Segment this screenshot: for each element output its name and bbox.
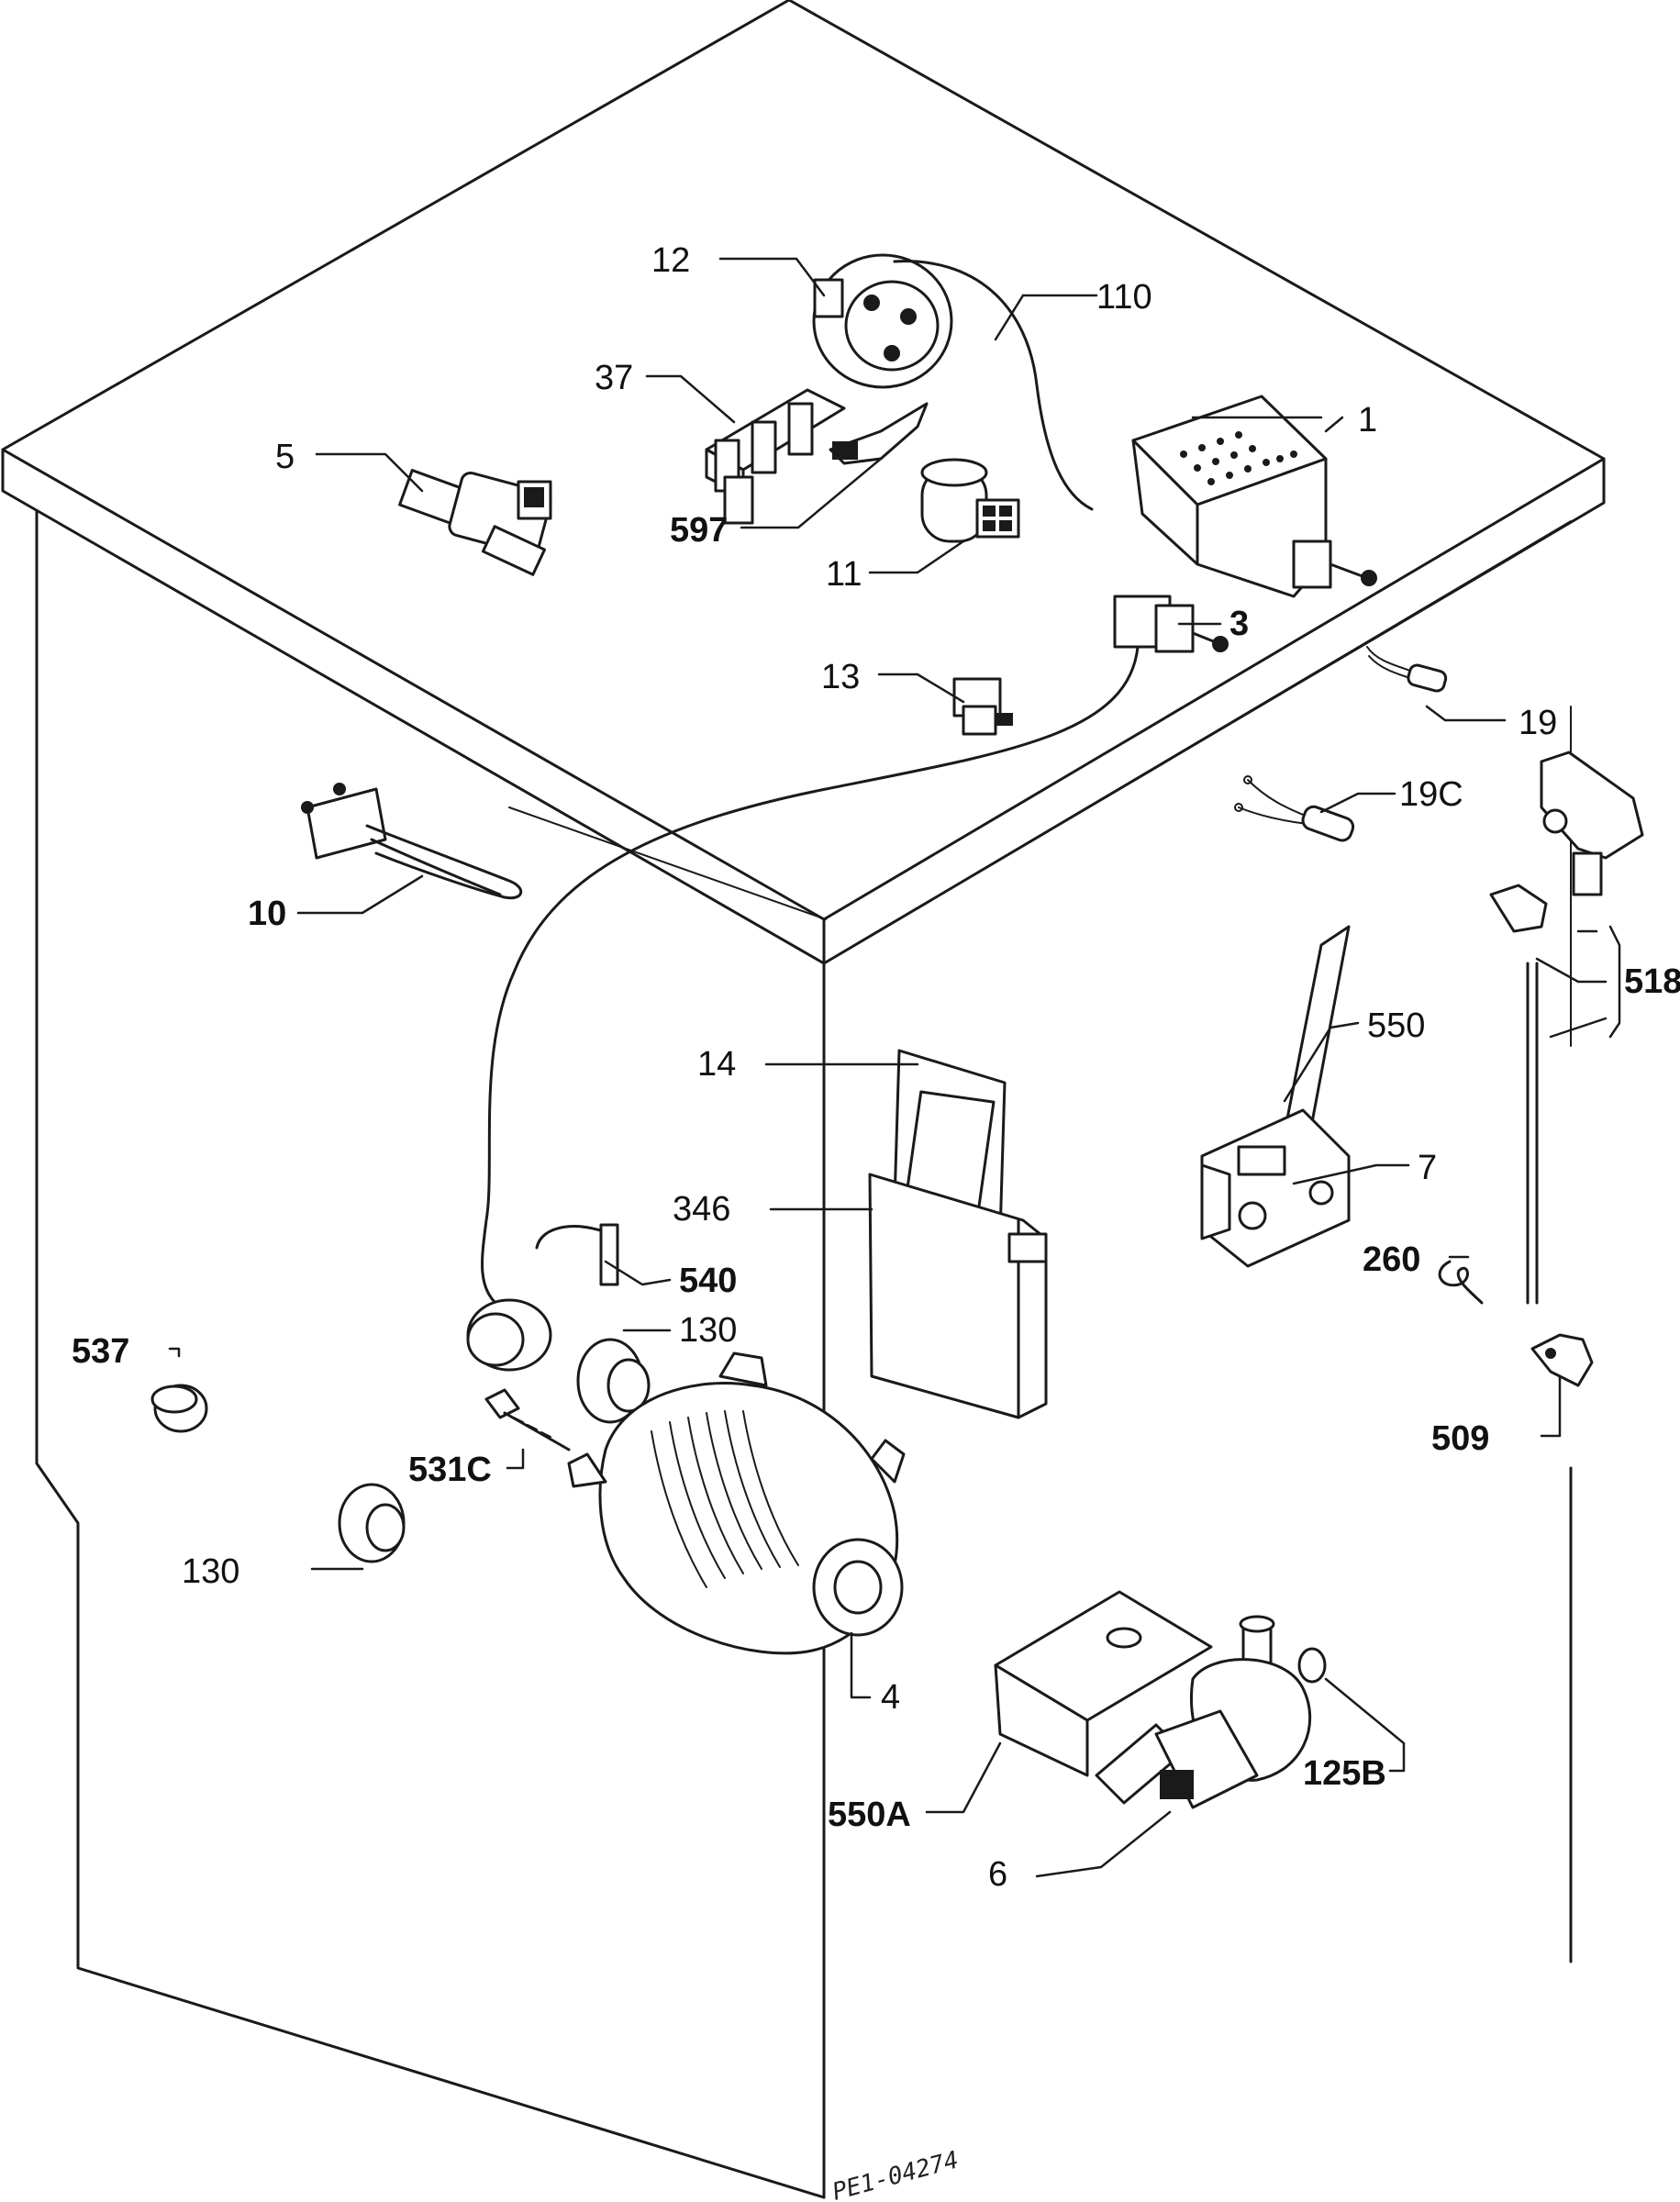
label-346: 346: [673, 1190, 730, 1229]
sensor-c-part: [1234, 775, 1355, 842]
label-37: 37: [595, 359, 633, 397]
heating-element-part: [301, 783, 522, 900]
drawing-reference: PE1-04274: [829, 2146, 962, 2202]
sensor-part: [1366, 646, 1448, 693]
plug-part: [150, 1384, 208, 1433]
cabinet-top: [1, 0, 1606, 921]
switch-part: [1113, 595, 1229, 653]
bush-lower-part: [338, 1483, 406, 1563]
terminal-block-part: [705, 388, 846, 525]
hook-part: [1530, 1333, 1594, 1387]
label-260: 260: [1363, 1240, 1420, 1279]
label-597: 597: [670, 511, 728, 550]
label-531c: 531C: [408, 1451, 492, 1489]
cabinet-outline: [1, 0, 1606, 2199]
label-19c: 19C: [1399, 775, 1463, 814]
label-11: 11: [826, 555, 862, 594]
spring-part: [1438, 1260, 1484, 1305]
cable-grommet-part: [466, 1298, 552, 1372]
label-509: 509: [1431, 1419, 1489, 1458]
label-13: 13: [821, 658, 860, 696]
label-1: 1: [1358, 401, 1377, 439]
label-14: 14: [697, 1045, 736, 1084]
switch-cable: [481, 645, 1140, 1305]
label-540: 540: [679, 1262, 737, 1300]
label-537: 537: [72, 1332, 129, 1371]
door-interlock-part: [1200, 925, 1351, 1268]
label-19: 19: [1519, 704, 1557, 742]
cover-plate-part: [994, 1590, 1213, 1777]
label-125b: 125B: [1303, 1754, 1386, 1793]
clip-part: [829, 402, 929, 465]
screw-part: [484, 1388, 571, 1451]
cable-clamp-part: [535, 1223, 619, 1286]
connector-part: [952, 677, 1013, 736]
label-3: 3: [1229, 605, 1249, 643]
label-5: 5: [275, 438, 295, 476]
label-12: 12: [651, 241, 690, 280]
label-130a: 130: [679, 1311, 737, 1350]
label-6: 6: [988, 1855, 1007, 1894]
label-518: 518: [1624, 962, 1680, 1001]
part-labels: 1 3 4 5 6 7 10 11 12 13 14 19 19C 37 110…: [72, 241, 1680, 1894]
pressure-switch-part: [812, 253, 953, 389]
drain-pump-part: [1095, 1615, 1327, 1809]
inlet-valve-part: [398, 469, 552, 576]
label-110: 110: [1096, 278, 1152, 317]
cabinet-top-edge: [1, 448, 1606, 965]
label-4: 4: [881, 1678, 900, 1717]
door-lock-assembly-part: [1489, 751, 1644, 1305]
dispenser-part: [868, 1049, 1048, 1419]
label-10: 10: [248, 895, 286, 933]
label-130b: 130: [182, 1552, 239, 1591]
timer-part: [1131, 395, 1377, 598]
label-550: 550: [1367, 1006, 1425, 1045]
label-7: 7: [1418, 1149, 1437, 1187]
hose-part: [893, 260, 1094, 511]
label-550a: 550A: [828, 1796, 911, 1834]
bush-upper-part: [576, 1338, 651, 1424]
capacitor-part: [920, 458, 1020, 543]
cabinet-left-side: [35, 510, 826, 2199]
leader-lines: [168, 257, 1621, 1878]
motor-part: [567, 1351, 906, 1655]
